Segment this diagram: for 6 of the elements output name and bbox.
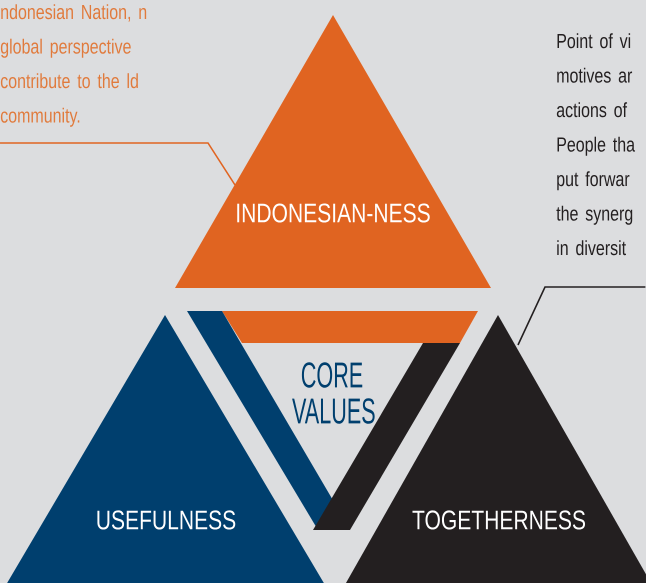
center-label: CORE VALUES: [292, 362, 375, 424]
leader-line: [517, 286, 646, 346]
leader-line: [0, 142, 236, 186]
description-text: Point of vi motives ar actions of People tha put forwar the synerg in diversit: [556, 33, 636, 256]
triangle-label: INDONESIAN-NESS: [175, 15, 491, 288]
description-text: ndonesian Nation, n global perspective contribute to the ld community.: [0, 4, 146, 127]
